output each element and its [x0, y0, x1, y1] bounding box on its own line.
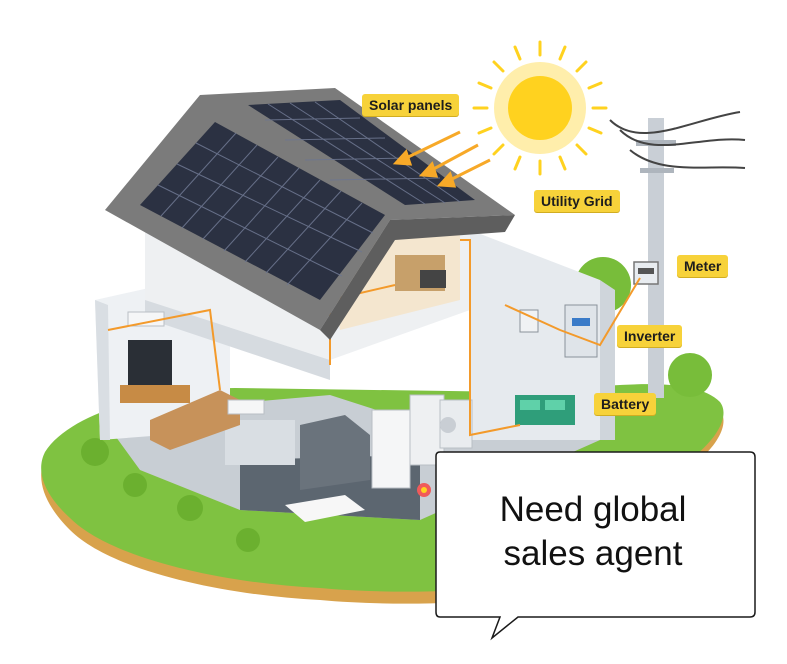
label-solar-panels: Solar panels — [362, 94, 460, 116]
bubble-line-2: sales agent — [503, 534, 683, 573]
bubble-line-1: Need global — [499, 490, 687, 529]
label-battery: Battery — [594, 393, 657, 415]
solar-array-front — [140, 122, 385, 300]
label-inverter: Inverter — [617, 325, 683, 347]
speech-bubble-text: Need global sales agent — [436, 488, 750, 576]
speech-bubble — [435, 451, 756, 641]
label-utility-grid: Utility Grid — [534, 190, 620, 212]
sun-icon — [472, 40, 608, 176]
label-meter: Meter — [677, 255, 729, 277]
